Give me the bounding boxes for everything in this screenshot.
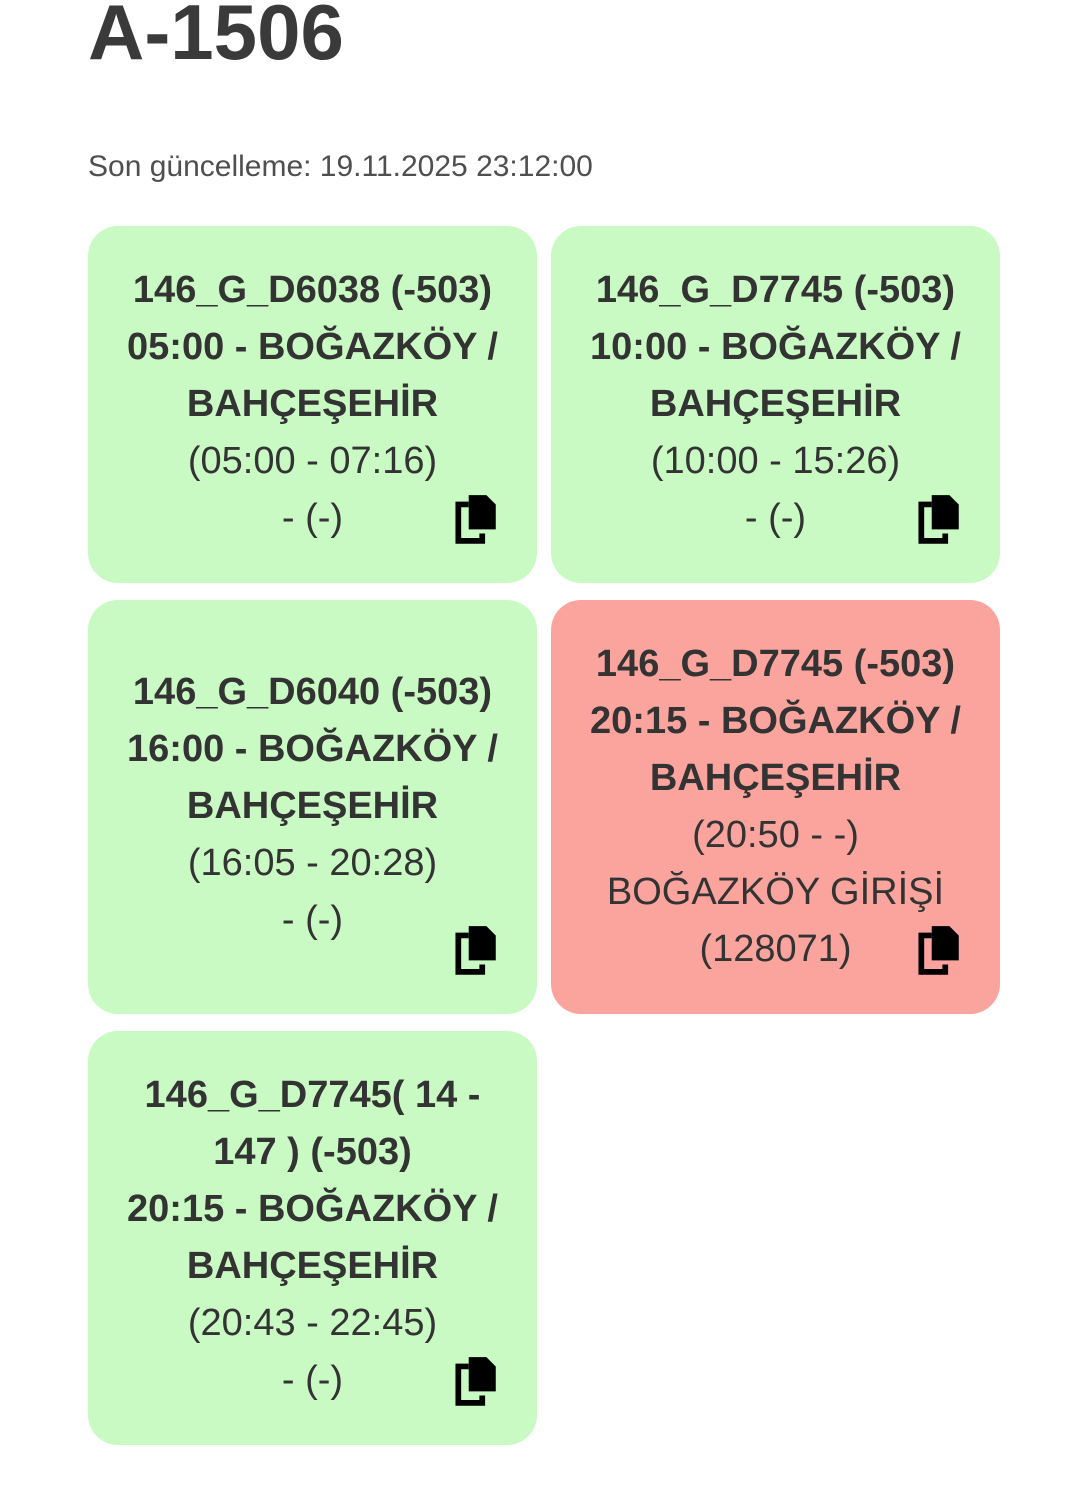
trip-route-line: 10:00 - BOĞAZKÖY / xyxy=(590,325,961,368)
trip-id-line: 146_G_D6038 (-503) xyxy=(132,268,493,311)
trip-card-3[interactable]: 146_G_D6040 (-503) 16:00 - BOĞAZKÖY / BA… xyxy=(88,599,537,1014)
trip-card-5[interactable]: 146_G_D7745( 14 - 147 ) (-503) 20:15 - B… xyxy=(88,1030,537,1445)
trip-location-line: BOĞAZKÖY GİRİŞİ xyxy=(606,870,945,913)
trip-id-line: 146_G_D6040 (-503) xyxy=(132,671,493,714)
trip-cards-grid: 146_G_D6038 (-503) 05:00 - BOĞAZKÖY / BA… xyxy=(88,225,1000,1445)
trip-card-1[interactable]: 146_G_D6038 (-503) 05:00 - BOĞAZKÖY / BA… xyxy=(88,225,537,583)
trip-id-line: 146_G_D7745 (-503) xyxy=(595,642,956,685)
trip-route-line: 16:00 - BOĞAZKÖY / xyxy=(127,728,498,771)
trip-route-line: BAHÇEŞEHİR xyxy=(186,382,439,425)
trip-route-line: BAHÇEŞEHİR xyxy=(649,756,902,799)
page-title: A-1506 xyxy=(88,0,344,76)
trip-id-line: 146_G_D7745 (-503) xyxy=(595,268,956,311)
trip-time-range: (16:05 - 20:28) xyxy=(187,842,438,885)
trip-time-range: (20:50 - -) xyxy=(692,813,859,856)
trip-status-line: - (-) xyxy=(281,899,344,942)
trip-route-line: BAHÇEŞEHİR xyxy=(649,382,902,425)
copy-icon xyxy=(455,494,496,544)
trip-route-line: 20:15 - BOĞAZKÖY / xyxy=(127,1187,498,1230)
trip-route-line: 05:00 - BOĞAZKÖY / xyxy=(127,325,498,368)
trip-status-line: - (-) xyxy=(281,496,344,539)
trip-time-range: (05:00 - 07:16) xyxy=(187,439,438,482)
copy-icon xyxy=(455,925,496,975)
trip-status-line: - (-) xyxy=(744,496,807,539)
trip-card-2[interactable]: 146_G_D7745 (-503) 10:00 - BOĞAZKÖY / BA… xyxy=(551,225,1000,583)
copy-button[interactable] xyxy=(914,924,964,976)
copy-button[interactable] xyxy=(451,493,501,545)
copy-icon xyxy=(918,925,959,975)
trip-time-range: (10:00 - 15:26) xyxy=(650,439,901,482)
copy-icon xyxy=(455,1356,496,1406)
trip-route-line: BAHÇEŞEHİR xyxy=(186,785,439,828)
trip-id-line: 147 ) (-503) xyxy=(213,1130,412,1173)
copy-button[interactable] xyxy=(914,493,964,545)
copy-icon xyxy=(918,494,959,544)
trip-card-4[interactable]: 146_G_D7745 (-503) 20:15 - BOĞAZKÖY / BA… xyxy=(551,599,1000,1014)
trip-route-line: 20:15 - BOĞAZKÖY / xyxy=(590,699,961,742)
copy-button[interactable] xyxy=(451,924,501,976)
trip-id-line: 146_G_D7745( 14 - xyxy=(144,1073,481,1116)
trip-status-line: - (-) xyxy=(281,1358,344,1401)
trip-location-code: (128071) xyxy=(699,927,852,970)
trip-time-range: (20:43 - 22:45) xyxy=(187,1301,438,1344)
last-update-text: Son güncelleme: 19.11.2025 23:12:00 xyxy=(88,149,593,183)
trip-route-line: BAHÇEŞEHİR xyxy=(186,1244,439,1287)
copy-button[interactable] xyxy=(451,1355,501,1407)
